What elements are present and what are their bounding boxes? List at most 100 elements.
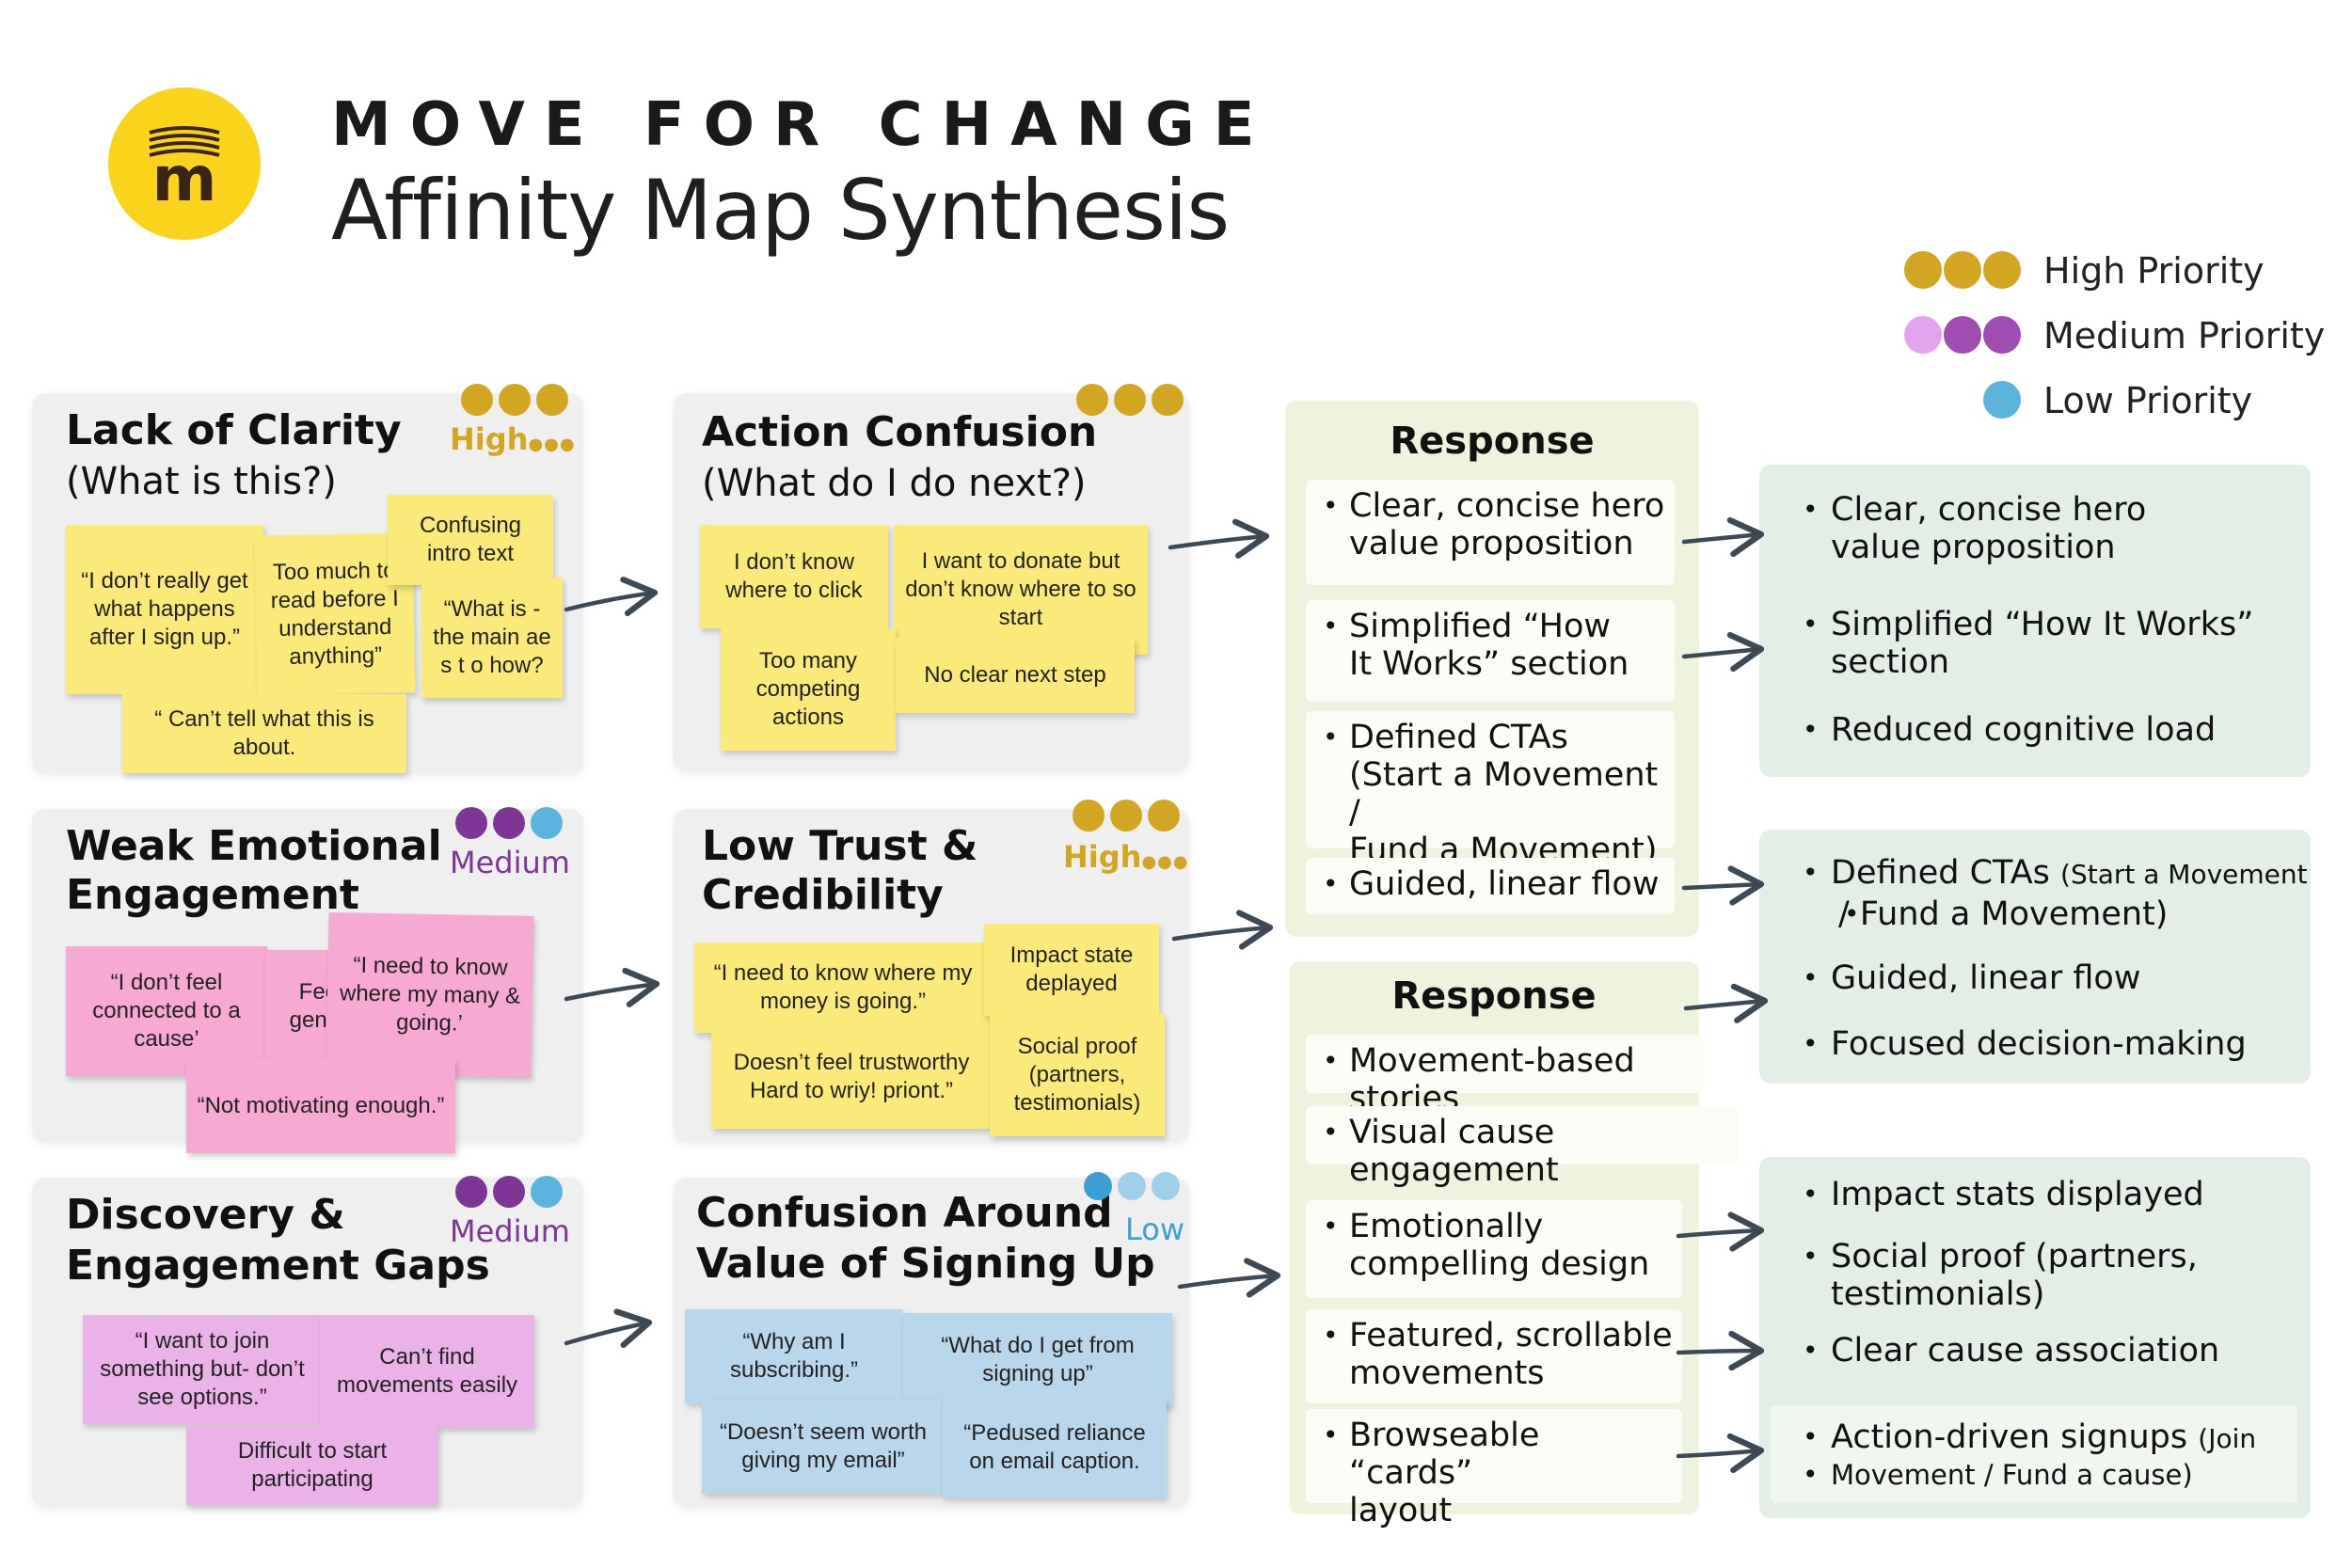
arrow-icon [1676,1433,1765,1474]
sticky-note: “Pedused reliance on email caption. [943,1398,1167,1497]
logo-letter: m [152,143,217,215]
card-title-line2: Value of Signing Up [696,1240,1155,1288]
priority-dot-icon [536,384,568,416]
card-title: Lack of Clarity [66,406,402,454]
response-panel-1: Response Clear, concise hero value propo… [1285,401,1699,937]
response-title: Response [1391,974,1597,1018]
priority-label: Medium [450,1213,570,1249]
arrow-icon [564,1308,653,1348]
low-dot-icon [1983,381,2021,419]
card-lack-of-clarity: Lack of Clarity (What is this?) High●●● … [32,384,583,773]
card-title-line2: Engagement [66,871,359,919]
card-title: Weak Emotional [66,822,442,870]
medium-dot-icon [1983,316,2021,354]
arrow-icon [1681,631,1765,673]
outcome-panel-3: Impact stats displayed Social proof (par… [1759,1157,2311,1518]
priority-dot-icon [1076,384,1108,416]
card-title: Action Confusion [702,408,1098,456]
card-confusion-around-value: Confusion Around Value of Signing Up Low… [674,1172,1189,1507]
outcome-item: Action-driven signups (Join [1797,1418,2256,1458]
outcome-item: Social proof (partners, testimonials) [1797,1238,2198,1313]
outcome-panel-2: Defined CTAs (Start a Movement / Fund a … [1759,830,2311,1084]
priority-dot-icon [493,1176,525,1208]
arrow-icon [1683,983,1769,1023]
legend-label-high: High Priority [2043,250,2265,292]
sticky-note: Confusing intro text [388,495,553,585]
priority-dot-icon [455,1176,487,1208]
legend-medium: Medium Priority [1900,311,2333,358]
card-title-line2: Credibility [702,871,944,919]
card-title: Low Trust & [702,822,978,870]
arrow-icon [564,967,660,1007]
priority-label: Medium [450,845,570,880]
priority-dot-icon [1110,800,1142,832]
sticky-note: “I need to know where my money is going.… [694,942,992,1033]
sticky-note: “I don’t really get what happens after I… [66,525,263,694]
sticky-note: I want to donate but don’t know where to… [894,525,1148,655]
outcome-panel-1: Clear, concise hero value proposition Si… [1759,465,2311,777]
logo-mark-icon: m [149,126,220,215]
card-title: Confusion Around [696,1189,1113,1237]
card-low-trust-credibility: Low Trust & Credibility High●●● “I need … [674,800,1189,1142]
legend-low: Low Priority [1900,376,2333,423]
outcome-item: Impact stats displayed [1797,1176,2204,1213]
sticky-note: No clear next step [896,638,1135,713]
legend-high: High Priority [1900,246,2333,293]
response-item: Visual cause engagement [1306,1106,1739,1189]
card-title-line2: Engagement Gaps [66,1242,490,1290]
priority-dot-icon [1084,1172,1112,1200]
outcome-item: Clear, concise hero value proposition [1797,491,2146,566]
legend-label-medium: Medium Priority [2043,315,2326,356]
response-item: Clear, concise hero value proposition [1306,480,1675,585]
outcome-item: Guided, linear flow [1797,959,2140,997]
response-item: Defined CTAs (Start a Movement / Fund a … [1306,711,1675,869]
outcome-item: Reduced cognitive load [1797,711,2216,749]
priority-dot-icon [499,384,531,416]
medium-dot-icon [1904,316,1942,354]
sticky-note: Difficult to start participating [186,1426,438,1505]
outcome-item: Simplified “How It Works” section [1797,606,2253,681]
sticky-note: “What is - the main ae s t o how? [421,578,563,698]
sticky-note: “What do I get from signing up” [903,1313,1172,1407]
arrow-icon [564,577,659,617]
sticky-note: Can’t find movements easily [320,1315,534,1428]
priority-dot-icon [531,807,563,839]
priority-label: High●●● [1063,839,1189,875]
response-item: Browseable “cards” layout [1306,1409,1682,1529]
arrow-icon [1171,910,1274,950]
response-title: Response [1390,420,1595,463]
priority-dot-icon [531,1176,563,1208]
priority-label: High●●● [450,421,576,457]
arrow-icon [1168,518,1270,559]
medium-dot-icon [1944,316,1981,354]
sticky-note: “Why am I subscribing.” [685,1309,903,1403]
sticky-note: I don’t know where to click [700,525,888,628]
priority-dot-icon [1118,1172,1146,1200]
outcome-item: Clear cause association [1797,1332,2219,1370]
priority-dot-icon [1152,1172,1180,1200]
sticky-note: “I want to join something but- don’t see… [83,1315,322,1424]
sticky-note: Doesn’t feel trustworthy Hard to wriy! p… [711,1025,992,1129]
card-weak-emotional-engagement: Weak Emotional Engagement Medium “I don’… [32,807,583,1153]
outcome-item-detail: Movement / Fund a cause) [1797,1456,2193,1494]
sticky-note: “ Can’t tell what this is about. [122,694,406,773]
priority-dot-icon [493,807,525,839]
priority-dot-icon [455,807,487,839]
outcome-item: Focused decision-making [1797,1025,2247,1063]
high-dot-icon [1944,251,1981,289]
high-dot-icon [1904,251,1942,289]
arrow-icon [1676,1330,1765,1371]
sticky-note: Too many competing actions [721,628,896,751]
priority-dot-icon [1073,800,1104,832]
response-panel-2: Response Movement-based stories Visual c… [1289,961,1739,1529]
outcome-item: Defined CTAs (Start a Movement [1797,854,2308,894]
high-dot-icon [1983,251,2021,289]
arrow-icon [1177,1258,1281,1298]
response-item: Featured, scrollable movements [1306,1309,1682,1403]
sticky-note: “I don’t feel connected to a cause’ [66,946,267,1076]
arrow-icon [1681,516,1765,558]
response-item: Guided, linear flow [1306,858,1675,914]
priority-dot-icon [1114,384,1146,416]
brand-title: MOVE FOR CHANGE [331,90,1274,160]
